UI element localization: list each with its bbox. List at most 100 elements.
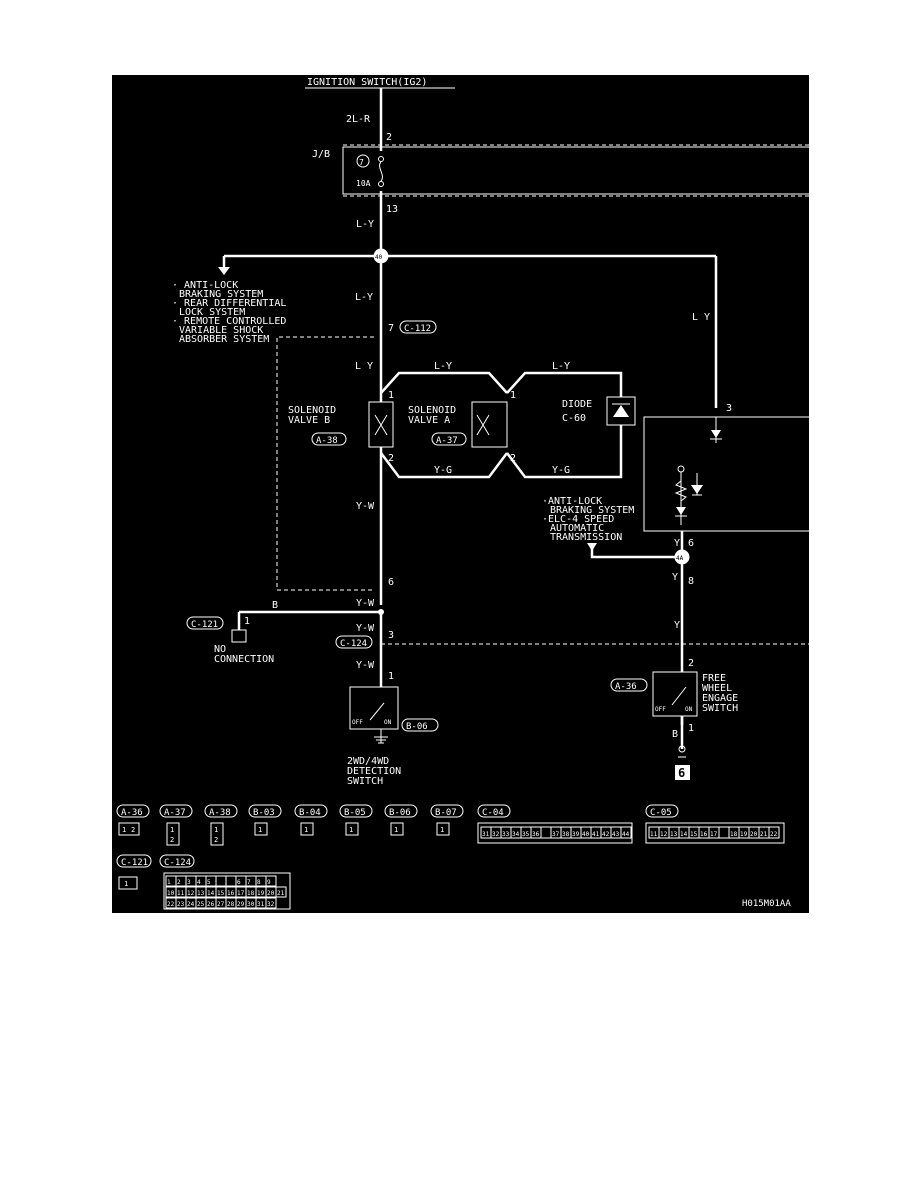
note-left-2: · REAR DIFFERENTIAL	[172, 298, 286, 309]
wire-label-y-3: Y	[674, 620, 680, 631]
legend-c04: C-04	[482, 808, 504, 818]
c05-pin-label: 21	[760, 831, 768, 838]
wire-top-to-diode	[506, 371, 623, 400]
legend-c121-conn	[118, 876, 138, 890]
pin-8-right: 8	[688, 576, 694, 587]
no-connection-terminal	[231, 629, 247, 643]
c05-pin-label: 18	[730, 831, 738, 838]
fuse-rating: 10A	[356, 179, 371, 188]
pin-3-c124: 3	[388, 630, 394, 641]
note-left-5: VARIABLE SHOCK	[179, 325, 263, 336]
legend-a36-box	[116, 804, 150, 818]
c05-pin-label: 19	[740, 831, 748, 838]
c124-pin-label: 7	[247, 879, 251, 886]
connector-c112-box	[399, 320, 437, 334]
fuse-number: 7	[359, 158, 364, 167]
legend-b04-box	[294, 804, 328, 818]
c04-pin-label: 31	[482, 831, 490, 838]
legend-c121-box	[116, 854, 152, 868]
ground-ref-box	[675, 765, 690, 780]
c04-pin-label: 39	[572, 831, 580, 838]
connector-a38-box	[311, 432, 347, 446]
legend-b06-pin: 1	[394, 826, 398, 834]
legend-c05-box	[645, 804, 679, 818]
connector-c60: C-60	[562, 413, 586, 424]
c124-pin-label: 4	[197, 879, 201, 886]
legend-c121-pin: 1	[124, 880, 128, 888]
c124-pin-label: 26	[207, 901, 215, 908]
module-diode-2-icon	[676, 507, 686, 515]
c124-pin-label: 20	[267, 890, 275, 897]
right-branch-wire	[590, 545, 682, 559]
c124-pin-label: 18	[247, 890, 255, 897]
pin-2-top: 2	[386, 132, 392, 143]
pin-6-left: 6	[388, 577, 394, 588]
c04-pin-label: 40	[582, 831, 590, 838]
legend-c124-box	[159, 854, 195, 868]
connector-c121-box	[186, 616, 224, 630]
free-switch-name-0: FREE	[702, 673, 726, 684]
c05-pin-label: 14	[680, 831, 688, 838]
ground-ref-number: 6	[678, 766, 685, 780]
c124-pin-label: 29	[237, 901, 245, 908]
wire-label-l-y-1: L-Y	[356, 219, 374, 230]
sb-pin-1: 1	[388, 390, 394, 401]
c05-pin-label: 13	[670, 831, 678, 838]
figure-code: H015M01AA	[742, 899, 791, 909]
fuse-terminal-bottom	[378, 181, 384, 187]
legend-b05-conn	[345, 822, 359, 836]
module-terminal-icon	[677, 465, 685, 473]
c04-pin-cell	[620, 826, 632, 839]
legend-a38-conn	[210, 822, 224, 846]
solenoid-a-name-0: SOLENOID	[408, 405, 456, 416]
c04-pin-label: 44	[622, 831, 630, 838]
legend-b06: B-06	[389, 808, 411, 818]
free-wheel-engage-switch	[652, 671, 698, 717]
connector-c112: C-112	[404, 324, 431, 334]
note-right-0: ·ANTI-LOCK	[542, 496, 602, 507]
pin-7: 7	[388, 323, 394, 334]
c04-pin-label: 34	[512, 831, 520, 838]
pin-1-det: 1	[388, 671, 394, 682]
c124-pin-label: 12	[187, 890, 195, 897]
wire-label-2l-r: 2L-R	[346, 114, 371, 125]
c124-pin-label: 27	[217, 901, 225, 908]
c05-pin-label: 22	[770, 831, 778, 838]
free-switch-name-2: ENGAGE	[702, 693, 738, 704]
solenoid-valve-a	[471, 401, 508, 448]
diode-label: DIODE	[562, 399, 592, 410]
connector-c121: C-121	[191, 620, 218, 630]
wire-label-b-2: B	[672, 729, 678, 740]
free-switch-name-3: SWITCH	[702, 703, 738, 714]
wire-sb-to-sa-bottom	[380, 452, 508, 479]
c05-pin-label: 17	[710, 831, 718, 838]
junction-40-icon	[373, 248, 389, 264]
wire-label-y-1: Y	[674, 538, 680, 549]
wire-label-l-y-3: L Y	[355, 361, 373, 372]
free-switch-on: ON	[685, 706, 693, 713]
detection-switch-name-1: DETECTION	[347, 766, 401, 777]
c124-pin-label: 19	[257, 890, 265, 897]
note-left-4: · REMOTE CONTROLLED	[172, 316, 286, 327]
solenoid-b-valve-icon	[374, 414, 388, 436]
legend-a37-box	[159, 804, 193, 818]
module-resistor-icon	[674, 480, 688, 502]
pin-2-free: 2	[688, 658, 694, 669]
wire-label-y-w-2: Y-W	[356, 598, 375, 609]
legend-a38-pin2: 2	[214, 836, 218, 844]
c124-pin-label: 23	[177, 901, 185, 908]
legend-a36-pins-2: 2	[131, 826, 135, 834]
legend-b07-conn	[436, 822, 450, 836]
c05-pin-label: 11	[650, 831, 658, 838]
fuse-element-icon	[379, 161, 383, 182]
c04-pin-label: 42	[602, 831, 610, 838]
legend-a37: A-37	[164, 808, 186, 818]
legend-a37-pin1: 1	[170, 826, 174, 834]
c124-pin-label: 11	[177, 890, 185, 897]
detection-switch-name-0: 2WD/4WD	[347, 756, 389, 767]
legend-b07-box	[430, 804, 464, 818]
note-right-2: ·ELC-4 SPEED	[542, 514, 614, 525]
c124-pin-label: 3	[187, 879, 191, 886]
connector-c124-box	[335, 635, 373, 649]
